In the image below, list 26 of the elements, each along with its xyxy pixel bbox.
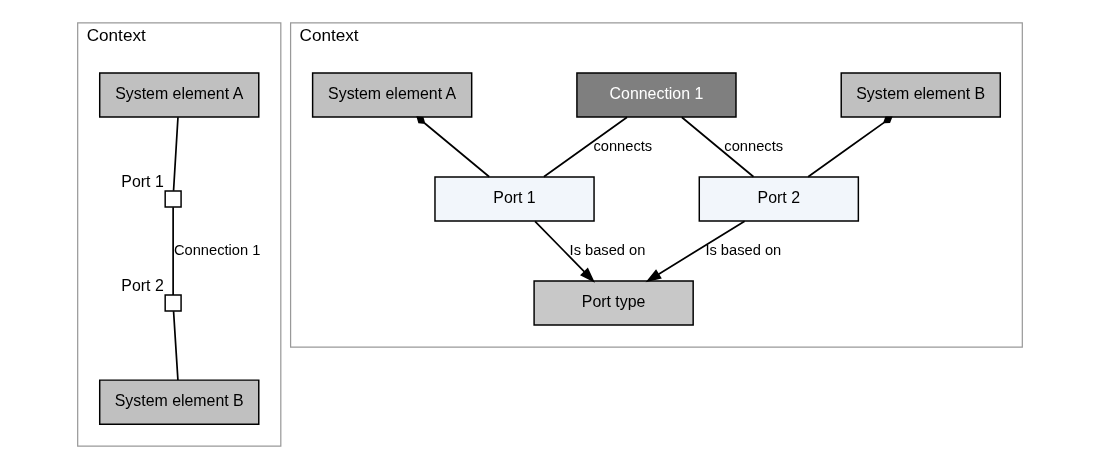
arrow: [645, 220, 745, 283]
edge-label: Is based on: [569, 241, 645, 258]
arrow: [533, 220, 595, 283]
connector: [680, 116, 754, 178]
connector: [171, 206, 174, 296]
node-box: Port type: [532, 280, 694, 326]
connector: [542, 116, 628, 178]
edge-label: connects: [723, 137, 783, 154]
connector: [172, 116, 179, 192]
node-box: System element B: [98, 379, 259, 425]
edge-label: connects: [592, 137, 652, 154]
node-label: Port 1: [120, 172, 164, 190]
node-box: [163, 294, 182, 312]
edge-label: Is based on: [704, 241, 781, 258]
connector: [172, 310, 179, 381]
node-box: Port 1: [433, 176, 595, 222]
edge-label: Connection 1: [173, 241, 260, 258]
node-box: System element B: [840, 72, 1001, 118]
connector: [806, 116, 893, 178]
node-box: [163, 190, 182, 208]
node-box: System element A: [98, 72, 259, 118]
connector: [415, 116, 490, 178]
node-box: System element A: [311, 72, 472, 118]
node-label: Port 2: [120, 276, 164, 294]
node-box: Connection 1: [575, 72, 737, 118]
node-box: Port 2: [698, 176, 859, 222]
